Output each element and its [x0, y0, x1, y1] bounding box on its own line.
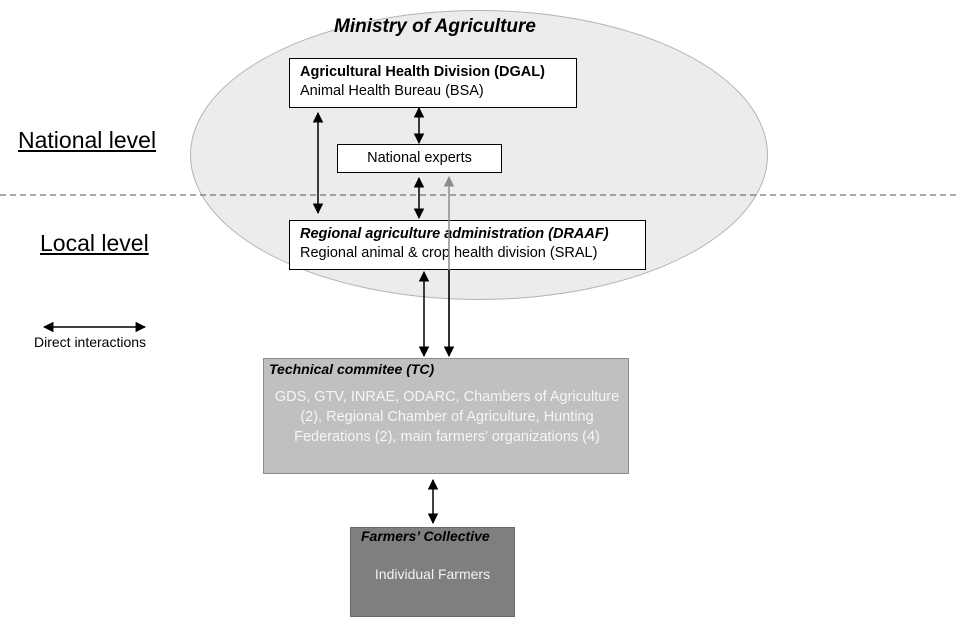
national-experts-label: National experts: [367, 150, 472, 166]
technical-committee-members: GDS, GTV, INRAE, ODARC, Chambers of Agri…: [272, 387, 622, 447]
national-level-label: National level: [18, 127, 157, 153]
technical-committee-box: Technical commitee (TC) GDS, GTV, INRAE,…: [263, 358, 629, 474]
draaf-title: Regional agriculture administration (DRA…: [300, 226, 609, 242]
technical-committee-title: Technical commitee (TC): [269, 361, 435, 377]
farmers-collective-title: Farmers’ Collective: [361, 528, 490, 544]
tc-members-line: GDS, GTV, INRAE, ODARC, Chambers of Agri…: [274, 389, 620, 405]
ministry-title: Ministry of Agriculture: [334, 16, 536, 37]
tc-members-line: (2), Regional Chamber of Agriculture, Hu…: [300, 409, 594, 425]
dgal-title: Agricultural Health Division (DGAL): [300, 64, 545, 80]
legend-label: Direct interactions: [34, 334, 147, 350]
draaf-box: Regional agriculture administration (DRA…: [289, 220, 646, 270]
national-experts-box: National experts: [337, 144, 502, 173]
tc-members-line: Federations (2), main farmers' organizat…: [294, 429, 600, 445]
local-level-label: Local level: [40, 230, 149, 256]
dgal-subtitle: Animal Health Bureau (BSA): [300, 83, 484, 99]
dgal-box: Agricultural Health Division (DGAL) Anim…: [289, 58, 577, 108]
individual-farmers-label: Individual Farmers: [374, 566, 491, 582]
farmers-collective-box: Farmers’ Collective Individual Farmers: [350, 527, 515, 617]
